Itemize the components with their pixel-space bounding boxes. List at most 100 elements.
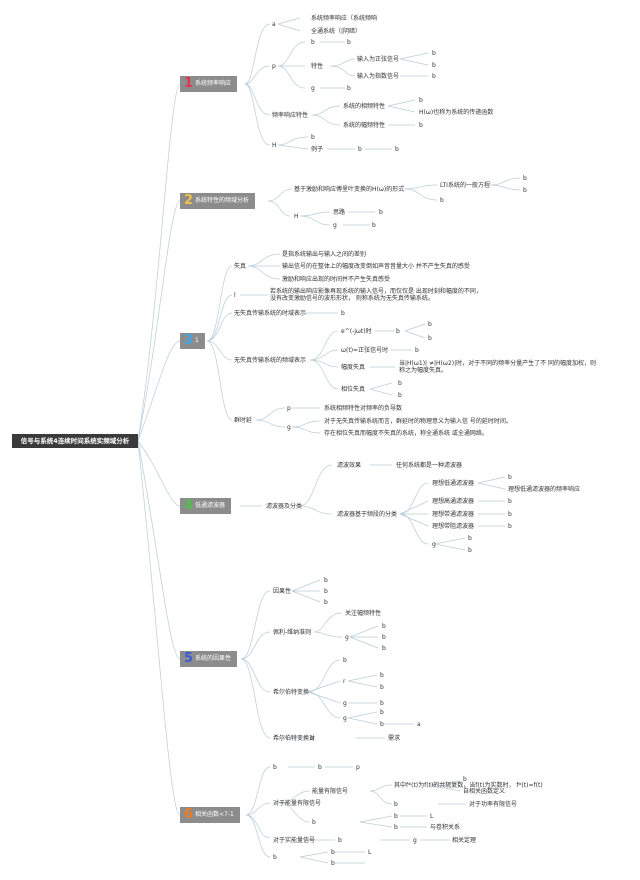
map-node[interactable]: b bbox=[312, 819, 316, 826]
map-node[interactable]: b bbox=[523, 175, 527, 182]
map-node[interactable]: b bbox=[273, 764, 277, 771]
map-node[interactable]: b bbox=[379, 209, 383, 216]
map-node[interactable]: L bbox=[368, 849, 372, 856]
map-node[interactable]: 自相关函数定义 bbox=[463, 788, 506, 795]
map-node[interactable]: l bbox=[234, 292, 236, 299]
map-node[interactable]: b bbox=[432, 50, 436, 57]
map-node[interactable]: b bbox=[311, 134, 315, 141]
map-node[interactable]: b bbox=[395, 146, 399, 153]
map-node[interactable]: 系统的相频特性 bbox=[343, 103, 386, 110]
map-node[interactable]: g bbox=[333, 222, 337, 229]
map-node[interactable]: b bbox=[523, 187, 527, 194]
map-node[interactable]: 全通系统（|阴暗） bbox=[311, 28, 362, 35]
map-node[interactable]: H bbox=[294, 213, 299, 220]
map-node[interactable]: b bbox=[311, 39, 315, 46]
map-node[interactable]: g bbox=[343, 715, 347, 722]
map-node[interactable]: 基于激励和响应傅里叶变换的H(ω)的形式 bbox=[294, 186, 405, 193]
map-node[interactable]: b bbox=[398, 392, 402, 399]
map-node[interactable]: b bbox=[440, 197, 444, 204]
map-node[interactable]: 关注幅频特性 bbox=[345, 610, 382, 617]
map-node[interactable]: g bbox=[311, 85, 315, 92]
map-node[interactable]: 希尔伯特变换对 bbox=[273, 735, 316, 742]
map-node[interactable]: 对于功率有限信号 bbox=[469, 801, 518, 808]
map-node[interactable]: b bbox=[419, 122, 423, 129]
map-node[interactable]: b bbox=[394, 801, 398, 808]
map-node[interactable]: 相关定理 bbox=[452, 837, 477, 844]
map-node[interactable]: g bbox=[413, 837, 417, 844]
map-node[interactable]: 幅度失真 bbox=[341, 364, 366, 371]
map-node[interactable]: b bbox=[382, 634, 386, 641]
map-node[interactable]: b bbox=[419, 97, 423, 104]
map-node[interactable]: 是指系统输出与输入之间的差别 bbox=[282, 251, 367, 258]
map-node[interactable]: 输入为指数信号 bbox=[357, 73, 400, 80]
map-node[interactable]: g bbox=[287, 424, 291, 431]
map-node[interactable]: 若系统的输出响应影像再现系统的输入信号，而仅仅是 出现时刻和幅度的不同，没有改变… bbox=[270, 288, 482, 302]
map-node[interactable]: 理想低通滤波器的频率响应 bbox=[508, 486, 581, 493]
map-node[interactable]: a bbox=[272, 21, 276, 28]
map-node[interactable]: b bbox=[343, 657, 347, 664]
map-node[interactable]: b bbox=[372, 222, 376, 229]
map-node[interactable]: 系统相频特性对频率的负导数 bbox=[324, 405, 403, 412]
map-node[interactable]: 对于实能量信号 bbox=[273, 837, 316, 844]
map-node[interactable]: 因果性 bbox=[273, 588, 292, 595]
map-node[interactable]: b bbox=[432, 62, 436, 69]
map-node[interactable]: g bbox=[345, 634, 349, 641]
map-node[interactable]: b bbox=[508, 474, 512, 481]
map-node[interactable]: 对于无失真传输系统而言，群延时的物理意义为输入信 号的延时时间。 bbox=[324, 418, 512, 425]
map-node[interactable]: p bbox=[287, 405, 291, 412]
map-node[interactable]: 输入为正弦信号 bbox=[357, 56, 400, 63]
map-node[interactable]: g bbox=[343, 700, 347, 707]
map-node[interactable]: 任何系统都是一种滤波器 bbox=[396, 462, 463, 469]
map-node[interactable]: b bbox=[468, 535, 472, 542]
map-node[interactable]: b bbox=[331, 849, 335, 856]
map-node[interactable]: b bbox=[415, 347, 419, 354]
map-node[interactable]: p bbox=[356, 764, 360, 771]
map-node[interactable]: H bbox=[272, 142, 277, 149]
map-node[interactable]: 频率响应特性 bbox=[272, 112, 309, 119]
map-node[interactable]: b bbox=[324, 599, 328, 606]
map-node[interactable]: 失真 bbox=[234, 263, 247, 270]
map-node[interactable]: b bbox=[318, 764, 322, 771]
map-node[interactable]: b bbox=[432, 73, 436, 80]
map-node[interactable]: 存在相位失真而幅度不失真的系统，称全通系统 或全通网络。 bbox=[324, 430, 488, 437]
map-node[interactable]: 无失真传输系统的频域表示 bbox=[234, 357, 307, 364]
map-node[interactable]: 输出信号的在整体上的幅度改变倒如声音音量大小 并不产生失真的感受 bbox=[282, 263, 470, 270]
map-node[interactable]: b bbox=[358, 146, 362, 153]
map-node[interactable]: 激励和响应出现的时间并不产生失真感受 bbox=[282, 276, 391, 283]
map-node[interactable]: b bbox=[380, 721, 384, 728]
map-node[interactable]: LTI系统的一般方程 bbox=[440, 182, 490, 189]
map-node[interactable]: b bbox=[382, 623, 386, 630]
map-node[interactable]: e^(-jωt)时 bbox=[341, 328, 372, 335]
map-node[interactable]: 特性 bbox=[311, 63, 324, 70]
map-node[interactable]: b bbox=[338, 837, 342, 844]
map-node[interactable]: 与卷积关系 bbox=[430, 824, 461, 831]
map-node[interactable]: b bbox=[428, 321, 432, 328]
map-node[interactable]: 需求 bbox=[388, 735, 401, 742]
map-node[interactable]: 群时延 bbox=[234, 417, 253, 424]
map-node[interactable]: b bbox=[382, 645, 386, 652]
map-node[interactable]: 理想带通滤波器 bbox=[432, 511, 475, 518]
map-node[interactable]: b bbox=[394, 813, 398, 820]
map-node[interactable]: L bbox=[430, 813, 434, 820]
map-node[interactable]: b bbox=[468, 547, 472, 554]
map-node[interactable]: 思路 bbox=[333, 209, 346, 216]
map-node[interactable]: b bbox=[331, 860, 335, 867]
map-node[interactable]: 当|H(ω1)| ≠|H(ω2)|时，对于不同的频率分量产生了不 同的幅度加权，… bbox=[399, 360, 596, 374]
map-node[interactable]: b bbox=[324, 577, 328, 584]
map-node[interactable]: b bbox=[398, 380, 402, 387]
map-node[interactable]: b bbox=[396, 328, 400, 335]
root-topic[interactable]: 信号与系统4连续时间系统实频域分析 bbox=[12, 434, 138, 448]
map-node[interactable]: b bbox=[324, 588, 328, 595]
map-node[interactable]: 滤波效果 bbox=[337, 462, 362, 469]
map-node[interactable]: b bbox=[380, 684, 384, 691]
map-node[interactable]: 对于能量有限信号 bbox=[273, 800, 322, 807]
map-node[interactable]: g bbox=[432, 541, 436, 548]
map-node[interactable]: 系统的幅频特性 bbox=[343, 122, 386, 129]
map-node[interactable]: 滤波器及分类 bbox=[266, 503, 303, 510]
